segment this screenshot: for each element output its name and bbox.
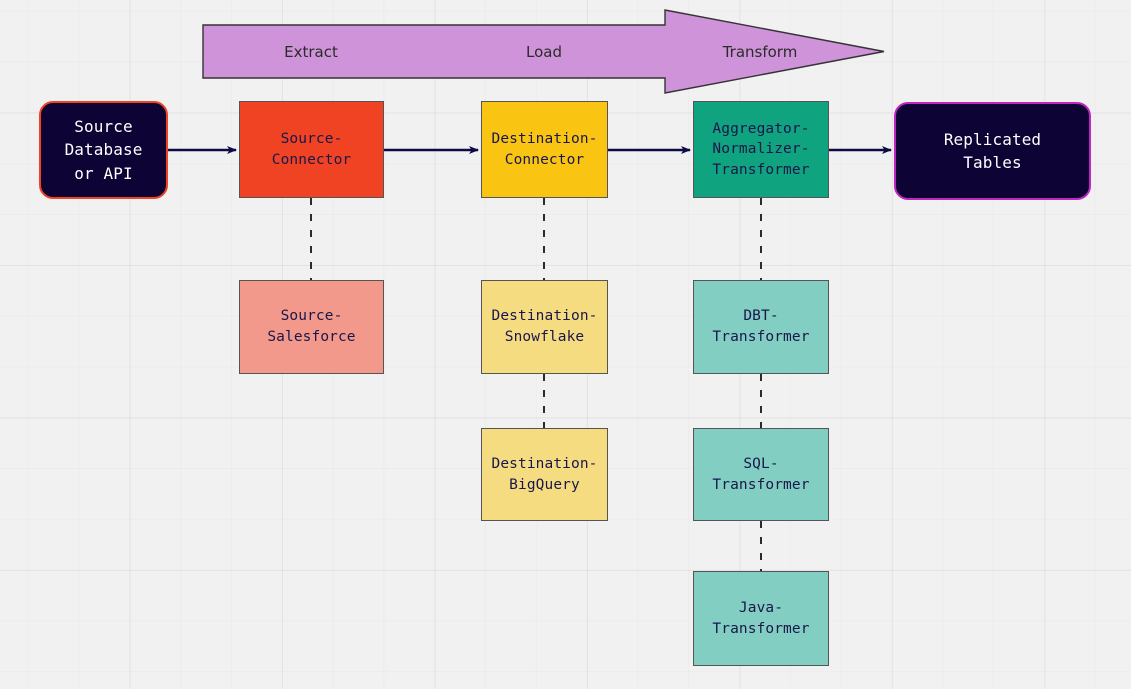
node-destination-connector[interactable]: Destination- Connector <box>481 101 608 198</box>
node-source-database-or-api[interactable]: Source Database or API <box>39 101 168 199</box>
node-java-transformer[interactable]: Java- Transformer <box>693 571 829 666</box>
banner-phase-transform: Transform <box>722 43 798 61</box>
node-destination-snowflake[interactable]: Destination- Snowflake <box>481 280 608 374</box>
node-sql-transformer[interactable]: SQL- Transformer <box>693 428 829 521</box>
node-dbt-transformer[interactable]: DBT- Transformer <box>693 280 829 374</box>
node-aggregator-normalizer-transformer[interactable]: Aggregator- Normalizer- Transformer <box>693 101 829 198</box>
banner-phase-load: Load <box>526 43 562 61</box>
node-source-connector[interactable]: Source- Connector <box>239 101 384 198</box>
node-replicated-tables[interactable]: Replicated Tables <box>894 102 1091 200</box>
node-source-salesforce[interactable]: Source- Salesforce <box>239 280 384 374</box>
node-destination-bigquery[interactable]: Destination- BigQuery <box>481 428 608 521</box>
banner-phase-extract: Extract <box>284 43 338 61</box>
